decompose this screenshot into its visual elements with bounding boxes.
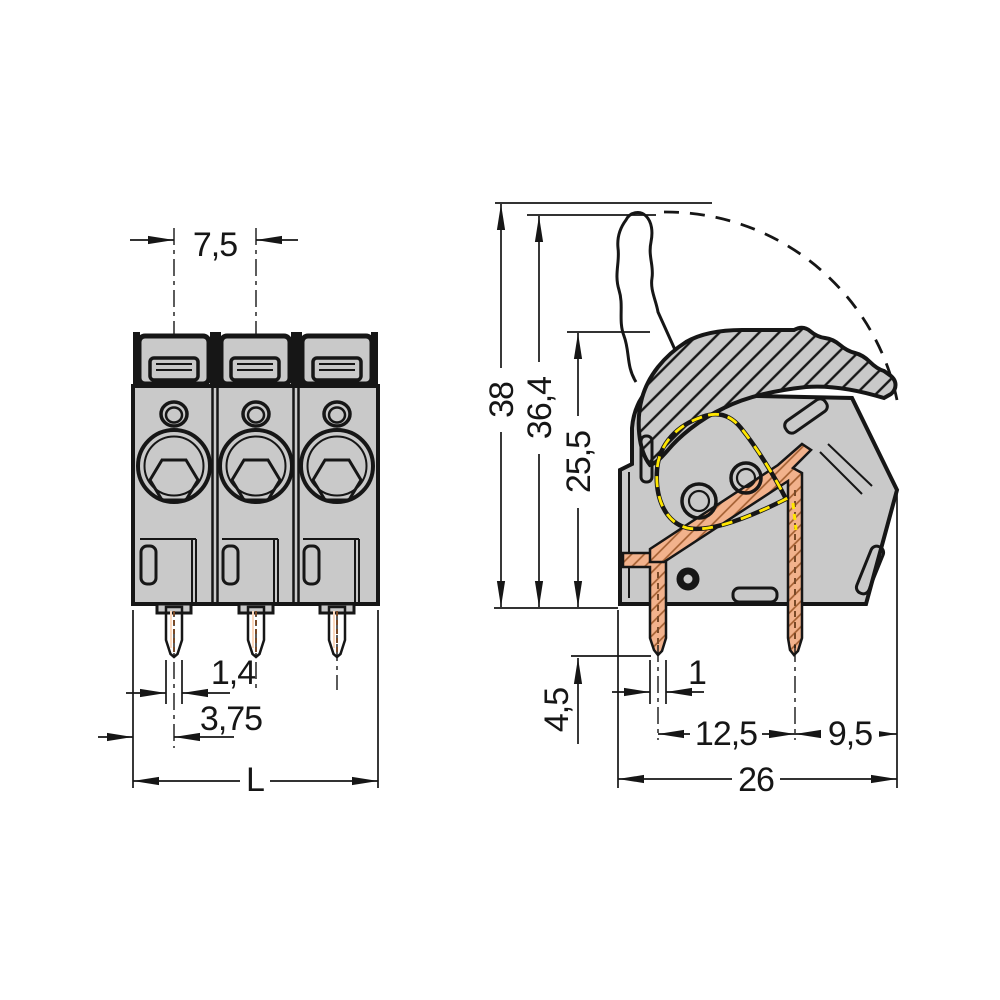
- dim-overall-width: L: [132, 610, 379, 799]
- lever-cap-pole-1: [136, 333, 212, 387]
- wire-entry-inner: [306, 435, 368, 497]
- side-slot: [221, 544, 240, 586]
- clamp-spring-highlight: [654, 412, 798, 532]
- front-view: 7,5 1,4 3,75 L: [98, 226, 380, 799]
- dim-housing-height: 25,5: [560, 333, 598, 607]
- dim-pitch-label: 7,5: [193, 226, 237, 264]
- side-slot: [139, 544, 158, 586]
- mounting-ring: [676, 567, 700, 591]
- lever-caps: [133, 332, 378, 388]
- pole-2-features: [218, 400, 294, 604]
- dim-overall-height: 38: [483, 204, 521, 607]
- housing-bottom-notch: [731, 586, 779, 604]
- dim-overall-height-label: 38: [483, 382, 521, 418]
- dim-open-lever-height-label: 36,4: [521, 377, 559, 439]
- dim-housing-height-label: 25,5: [560, 431, 598, 493]
- dim-pin-spacing: 12,5: [658, 715, 795, 753]
- dim-pin-width-label: 1,4: [211, 654, 255, 692]
- solder-pin: [327, 605, 347, 659]
- release-hole-inner: [246, 406, 266, 424]
- front-solder-pins: [155, 602, 356, 659]
- lever-closed-hatched: [636, 325, 898, 468]
- lever-cap-pole-3: [299, 333, 375, 387]
- wire-port-inner: [687, 489, 711, 513]
- dim-pin-length-label: 4,5: [538, 688, 576, 732]
- busbar-foot-and-pin-1: [621, 551, 668, 657]
- release-hole-outer: [322, 400, 352, 428]
- pole-separator-grooves: [211, 386, 300, 604]
- lever-swing-arc: [663, 210, 899, 401]
- dim-pin-offset: 3,75: [98, 700, 263, 742]
- clamp-hex-yellow: [148, 458, 200, 502]
- housing-slot-upper-right: [783, 397, 829, 435]
- dim-overall-depth-label: 26: [738, 761, 774, 799]
- lever-open-outline: [615, 211, 690, 383]
- dim-pitch: 7,5: [130, 226, 298, 264]
- dim-overall-width-label: L: [246, 761, 264, 799]
- clamp-hex-yellow: [230, 458, 282, 502]
- release-hole-inner: [164, 406, 184, 424]
- wire-port-inner: [735, 467, 757, 489]
- dim-pin-spacing-label: 12,5: [695, 715, 757, 753]
- dim-pin-thickness-label: 1: [688, 654, 706, 692]
- dim-pin-to-edge-label: 9,5: [828, 715, 872, 753]
- lever-cap-pole-2: [218, 333, 293, 387]
- clamp-hex-yellow: [311, 458, 363, 502]
- solder-pin: [246, 605, 266, 659]
- molding-line: [827, 443, 873, 487]
- side-view: 38 36,4 25,5 4,5: [483, 202, 900, 799]
- pole-3-features: [299, 400, 375, 604]
- pole-features: [136, 400, 375, 604]
- side-dimensions: 38 36,4 25,5 4,5: [483, 204, 898, 799]
- dim-overall-depth: 26: [617, 492, 898, 799]
- solder-pin: [164, 605, 184, 659]
- wire-entry-inner: [143, 435, 205, 497]
- dim-pin-width: 1,4: [126, 654, 256, 704]
- dim-pin-thickness: 1: [612, 654, 707, 704]
- housing-slot-lower-right: [854, 544, 886, 596]
- dim-pin-to-edge: 9,5: [795, 715, 897, 753]
- release-hole-outer: [159, 400, 189, 428]
- wire-entry-inner: [225, 435, 287, 497]
- dim-pin-offset-label: 3,75: [200, 700, 262, 738]
- wire-entry-outer: [299, 428, 375, 504]
- release-hole-inner: [327, 406, 347, 424]
- housing-details: [639, 397, 886, 604]
- wire-port-outer: [680, 482, 718, 520]
- dim-pin-length: 4,5: [538, 655, 651, 744]
- wire-entry-outer: [218, 428, 294, 504]
- release-hole-outer: [241, 400, 271, 428]
- wire-entry-outer: [136, 428, 212, 504]
- copper-busbar: [621, 442, 813, 657]
- wire-port-outer: [729, 461, 763, 495]
- cap-separator-1: [210, 332, 221, 388]
- housing-slot-left: [639, 434, 654, 484]
- molding-line: [819, 451, 863, 495]
- front-dimensions: 7,5 1,4 3,75 L: [98, 226, 379, 799]
- cap-separator-2: [291, 332, 302, 388]
- dim-open-lever-height: 36,4: [521, 216, 559, 607]
- pole-1-features: [136, 400, 212, 604]
- side-slot: [302, 544, 321, 586]
